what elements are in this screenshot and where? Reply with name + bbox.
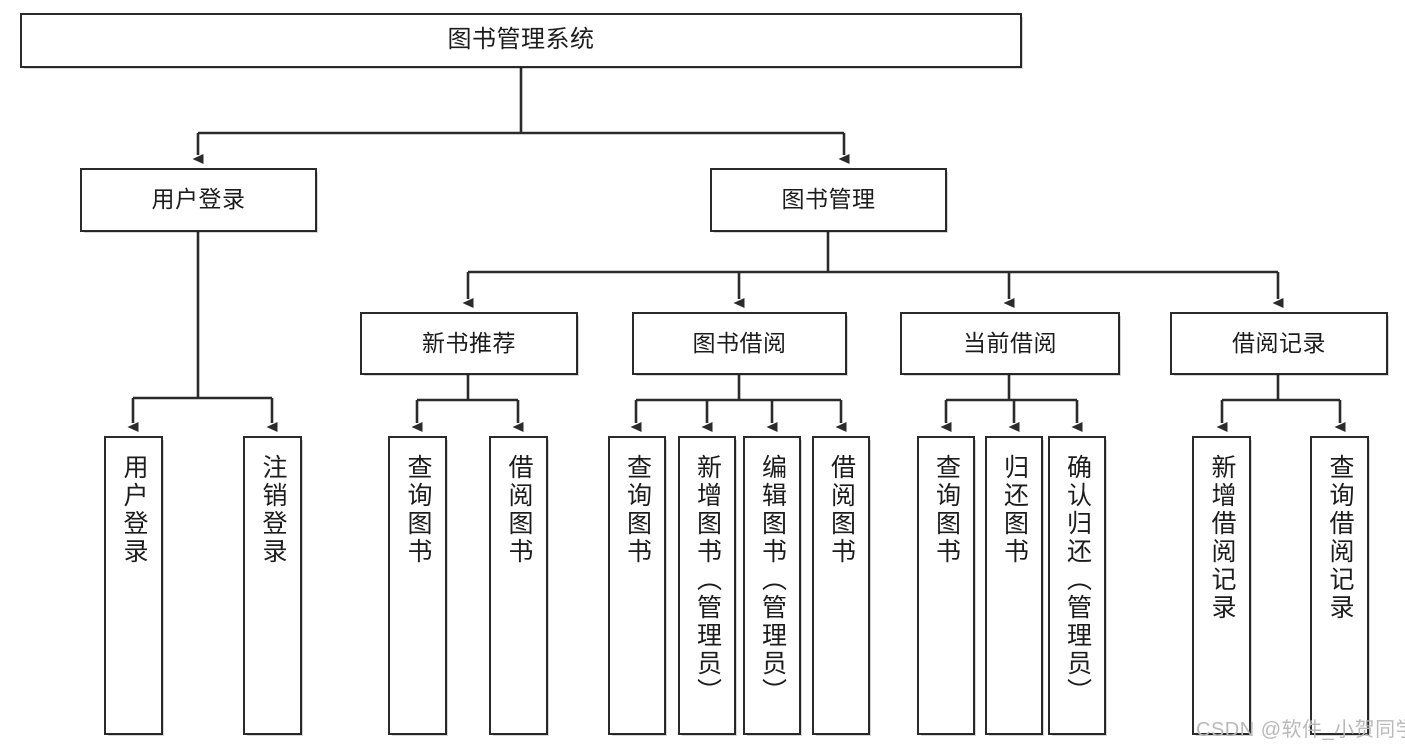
node-label: 图书管理系统	[447, 26, 595, 54]
node-label: 借阅图书	[827, 454, 856, 566]
node-leaf-edit-book-admin[interactable]: 编辑图书（管理员）	[743, 436, 802, 736]
node-label: 查询图书	[404, 454, 432, 566]
node-label: 新书推荐	[422, 329, 516, 356]
node-label: 用户登录	[120, 454, 148, 566]
node-leaf-query-book-1[interactable]: 查询图书	[388, 436, 448, 736]
node-label: 查询图书	[623, 454, 652, 566]
node-label: 查询借阅记录	[1326, 454, 1354, 622]
node-leaf-query-book-3[interactable]: 查询图书	[917, 436, 976, 736]
node-leaf-add-borrow-record[interactable]: 新增借阅记录	[1192, 436, 1252, 736]
node-leaf-user-login[interactable]: 用户登录	[104, 436, 164, 736]
node-label: 用户登录	[151, 186, 246, 213]
node-current-borrow[interactable]: 当前借阅	[900, 312, 1121, 376]
node-leaf-borrow-book-2[interactable]: 借阅图书	[812, 436, 871, 736]
node-root-system[interactable]: 图书管理系统	[20, 13, 1023, 69]
node-label: 当前借阅	[963, 329, 1057, 356]
node-label: 确认归还（管理员）	[1063, 454, 1092, 706]
node-new-book-recommend[interactable]: 新书推荐	[360, 312, 579, 376]
node-leaf-logout-login[interactable]: 注销登录	[243, 436, 303, 736]
node-leaf-borrow-book-1[interactable]: 借阅图书	[489, 436, 549, 736]
node-leaf-query-book-2[interactable]: 查询图书	[608, 436, 667, 736]
node-label: 新增借阅记录	[1208, 454, 1236, 622]
node-label: 查询图书	[932, 454, 961, 566]
node-label: 借阅记录	[1232, 329, 1326, 356]
node-borrow-record[interactable]: 借阅记录	[1170, 312, 1389, 376]
node-leaf-add-book-admin[interactable]: 新增图书（管理员）	[678, 436, 737, 736]
node-label: 图书借阅	[692, 329, 787, 356]
node-book-borrow[interactable]: 图书借阅	[632, 312, 848, 376]
node-leaf-confirm-return-admin[interactable]: 确认归还（管理员）	[1048, 436, 1107, 736]
node-label: 图书管理	[781, 186, 876, 213]
node-book-management[interactable]: 图书管理	[710, 168, 948, 233]
node-label: 借阅图书	[505, 454, 533, 566]
node-label: 归还图书	[1000, 454, 1029, 566]
node-label: 编辑图书（管理员）	[758, 454, 787, 706]
node-leaf-return-book[interactable]: 归还图书	[985, 436, 1044, 736]
node-leaf-query-borrow-record[interactable]: 查询借阅记录	[1310, 436, 1370, 736]
node-user-login[interactable]: 用户登录	[80, 168, 318, 233]
node-label: 新增图书（管理员）	[693, 454, 722, 706]
node-label: 注销登录	[259, 454, 287, 566]
